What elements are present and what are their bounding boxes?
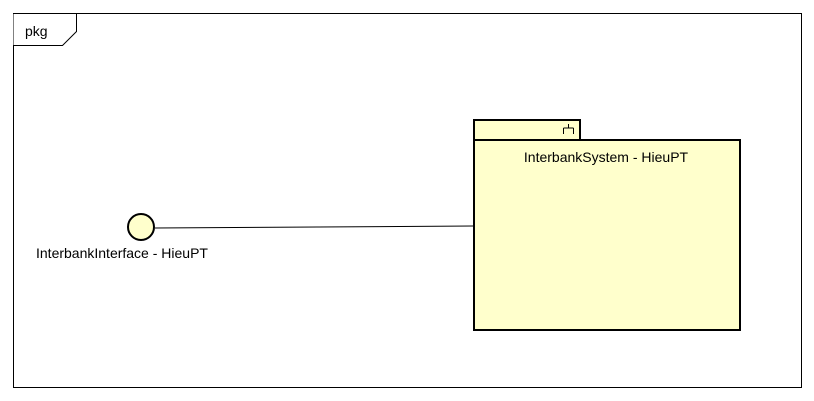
interface-connector [154,225,474,229]
frame-label: pkg [25,23,48,39]
subsystem-tab [473,119,581,141]
interface-label: InterbankInterface - HieuPT [36,245,208,261]
interface-circle[interactable] [127,213,155,241]
frame-tab [13,13,77,46]
subsystem-fork-icon [563,124,574,134]
subsystem-label: InterbankSystem - HieuPT [524,149,689,165]
subsystem-body[interactable] [473,139,741,331]
